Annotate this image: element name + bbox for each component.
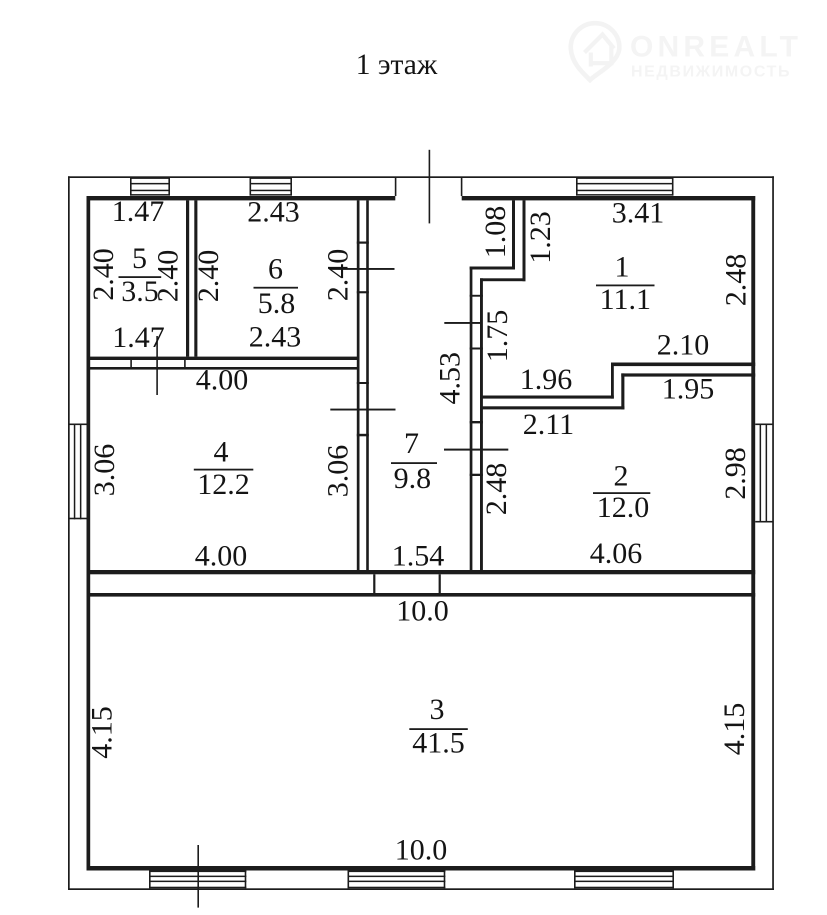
svg-text:12.2: 12.2	[197, 468, 250, 501]
svg-text:2.40: 2.40	[87, 248, 120, 301]
svg-text:1.08: 1.08	[479, 206, 512, 259]
svg-text:2.10: 2.10	[657, 329, 710, 362]
svg-text:1.54: 1.54	[392, 540, 445, 573]
svg-text:НЕДВИЖИМОСТЬ: НЕДВИЖИМОСТЬ	[631, 64, 791, 81]
svg-text:4.53: 4.53	[434, 352, 467, 405]
svg-text:12.0: 12.0	[597, 491, 650, 524]
svg-text:1.47: 1.47	[112, 321, 165, 354]
svg-text:1.23: 1.23	[524, 211, 557, 264]
svg-text:2.98: 2.98	[719, 447, 752, 500]
svg-text:2: 2	[614, 460, 629, 493]
svg-text:ONREALT: ONREALT	[630, 31, 802, 64]
svg-text:5: 5	[132, 242, 147, 275]
svg-text:4.00: 4.00	[196, 364, 249, 397]
svg-text:7: 7	[404, 427, 419, 460]
svg-text:4.00: 4.00	[195, 540, 248, 573]
svg-text:4: 4	[214, 436, 229, 469]
svg-text:2.48: 2.48	[719, 254, 752, 307]
svg-text:11.1: 11.1	[600, 283, 651, 316]
svg-text:5.8: 5.8	[258, 287, 296, 320]
svg-text:4.06: 4.06	[590, 537, 643, 570]
svg-text:3.06: 3.06	[322, 445, 355, 498]
svg-text:9.8: 9.8	[394, 462, 432, 495]
svg-text:2.40: 2.40	[192, 250, 225, 303]
svg-text:2.48: 2.48	[480, 463, 513, 516]
svg-text:1.47: 1.47	[112, 195, 165, 228]
svg-text:2.11: 2.11	[523, 408, 574, 441]
svg-text:2.43: 2.43	[249, 321, 302, 354]
svg-text:2.40: 2.40	[322, 249, 355, 302]
svg-text:1.95: 1.95	[662, 373, 715, 406]
svg-text:1.96: 1.96	[520, 363, 573, 396]
svg-text:1 этаж: 1 этаж	[356, 49, 438, 81]
svg-text:10.0: 10.0	[396, 595, 449, 628]
svg-text:2.40: 2.40	[152, 250, 185, 303]
svg-text:3: 3	[430, 693, 445, 726]
svg-text:3.5: 3.5	[121, 275, 159, 308]
svg-text:4.15: 4.15	[86, 706, 119, 759]
svg-text:41.5: 41.5	[412, 727, 465, 760]
svg-text:2.43: 2.43	[247, 196, 300, 229]
svg-text:10.0: 10.0	[395, 834, 448, 867]
svg-text:6: 6	[268, 253, 283, 286]
svg-text:3.41: 3.41	[612, 197, 665, 230]
svg-text:4.15: 4.15	[718, 703, 751, 756]
svg-text:1: 1	[615, 251, 630, 284]
svg-text:1.75: 1.75	[481, 310, 514, 363]
svg-text:3.06: 3.06	[88, 444, 121, 497]
